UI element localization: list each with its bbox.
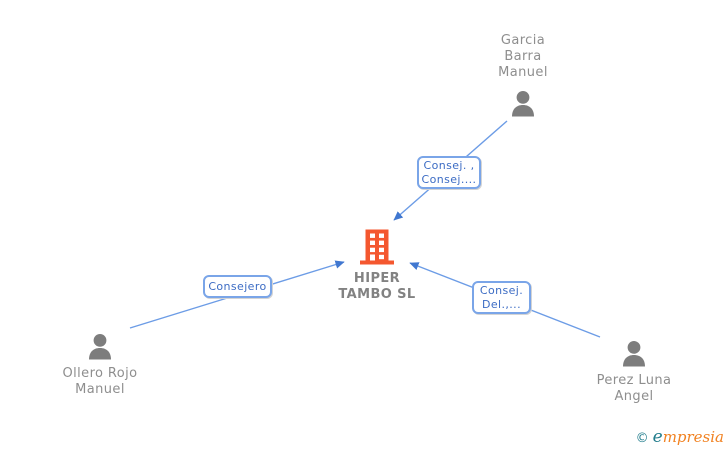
person-icon-ollero[interactable] bbox=[86, 333, 114, 361]
name-line: Ollero Rojo bbox=[62, 366, 138, 381]
person-silhouette-icon bbox=[89, 334, 111, 360]
name-line: Angel bbox=[614, 389, 654, 404]
node-label-garcia-barra-manuel: Garcia Barra Manuel bbox=[453, 33, 593, 81]
node-label-hiper-tambo-sl: HIPER TAMBO SL bbox=[307, 271, 447, 303]
edge-label-line: Consejero bbox=[208, 279, 267, 293]
copyright-icon: © bbox=[635, 431, 649, 446]
building-icon bbox=[360, 229, 394, 265]
name-line: Manuel bbox=[75, 382, 125, 397]
person-icon-perez[interactable] bbox=[620, 340, 648, 368]
name-line: Barra bbox=[504, 49, 542, 64]
node-label-ollero-rojo-manuel: Ollero Rojo Manuel bbox=[30, 366, 170, 398]
edge-label-line: Consej.... bbox=[421, 172, 477, 186]
edge-label-line: Consej. , bbox=[423, 158, 475, 172]
edge-label-ollero-consejero[interactable]: Consejero bbox=[203, 275, 272, 298]
person-icon-garcia[interactable] bbox=[509, 90, 537, 118]
empresia-watermark[interactable]: © empresia bbox=[636, 427, 724, 447]
empresia-logo: empresia bbox=[652, 427, 724, 447]
name-line: Garcia bbox=[500, 33, 546, 48]
edge-label-line: Consej. bbox=[479, 283, 524, 297]
company-name-line: HIPER bbox=[353, 271, 401, 286]
name-line: Manuel bbox=[498, 65, 548, 80]
node-label-perez-luna-angel: Perez Luna Angel bbox=[564, 373, 704, 405]
name-line: Perez Luna bbox=[596, 373, 672, 388]
company-name-line: TAMBO SL bbox=[338, 287, 416, 302]
company-building-icon[interactable] bbox=[357, 227, 397, 267]
person-silhouette-icon bbox=[512, 91, 534, 117]
edge-label-perez-consej-del[interactable]: Consej. Del.,... bbox=[472, 281, 531, 314]
person-silhouette-icon bbox=[623, 341, 645, 367]
edge-label-line: Del.,... bbox=[482, 297, 521, 311]
edge-label-garcia-consej[interactable]: Consej. , Consej.... bbox=[417, 156, 481, 189]
